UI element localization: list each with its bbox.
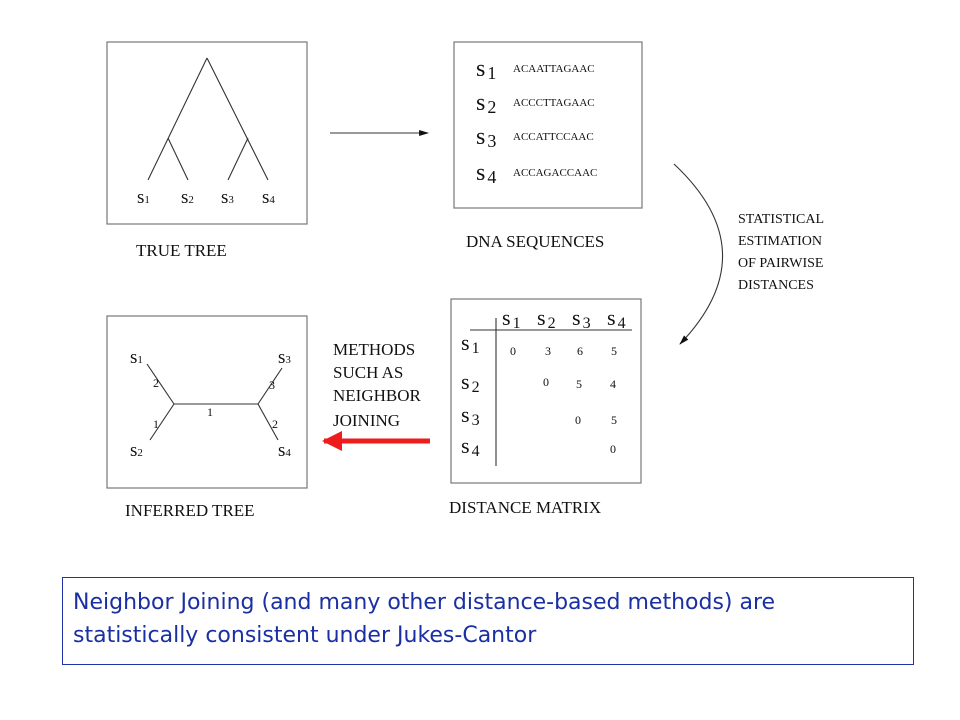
inferred-tree-title: INFERRED TREE [125,501,255,520]
inferred-tree-leaf-s4: s4 [278,440,291,461]
methods-label-line-3: NEIGHBOR [333,386,421,405]
inferred-tree-leaf-s3: s3 [278,347,291,368]
arrow-to-matrix [673,163,724,345]
matrix-cell-1-1: 0 [510,344,516,358]
matrix-cell-3-4: 5 [611,413,617,427]
matrix-cell-1-3: 6 [577,344,583,358]
true-tree-box [106,41,308,225]
branch-length-s1: 2 [153,376,159,390]
branch-length-s3: 3 [269,378,275,392]
matrix-cell-2-2: 0 [543,375,549,389]
dna-title: DNA SEQUENCES [466,232,604,251]
matrix-box [450,298,642,484]
matrix-cell-3-3: 0 [575,413,581,427]
matrix-cell-2-4: 4 [610,377,616,391]
dna-row-s4-sequence: ACCAGACCAAC [513,167,597,179]
inferred-tree-leaf-s2: s2 [130,440,143,461]
matrix-cell-1-4: 5 [611,344,617,358]
branch-length-s2: 1 [153,417,159,431]
true-tree-leaf-s4: s4 [262,187,275,208]
caption-text: Neighbor Joining (and many other distanc… [73,590,776,648]
estimation-label-line-4: DISTANCES [738,278,814,293]
inferred-tree-branches [146,363,283,441]
estimation-label-line-3: OF PAIRWISE [738,256,823,271]
inferred-tree-box [106,315,308,489]
inferred-tree-leaf-s1: s1 [130,347,143,368]
estimation-label: STATISTICAL ESTIMATION OF PAIRWISE DISTA… [738,212,824,293]
dna-box [453,41,643,209]
matrix-cell-1-2: 3 [545,344,551,358]
true-tree-leaf-s3: s3 [221,187,234,208]
matrix-title: DISTANCE MATRIX [449,498,601,517]
methods-label: METHODS SUCH AS NEIGHBOR JOINING [333,340,421,430]
true-tree-panel: s1 s2 s3 s4 TRUE TREE [106,41,308,260]
true-tree-leaf-s2: s2 [181,187,194,208]
methods-label-line-1: METHODS [333,340,415,359]
true-tree-leaf-s1: s1 [137,187,150,208]
inferred-tree-panel: s1 s2 s3 s4 2 1 1 3 2 INFERRED TREE [106,315,308,520]
dna-row-s1-sequence: ACAATTAGAAC [513,63,595,75]
methods-label-line-4: JOINING [333,411,400,430]
true-tree-branches [147,57,269,181]
methods-label-line-2: SUCH AS [333,363,403,382]
branch-length-internal: 1 [207,405,213,419]
matrix-cell-2-3: 5 [576,377,582,391]
estimation-label-line-1: STATISTICAL [738,212,824,227]
caption-box: Neighbor Joining (and many other distanc… [62,577,914,665]
estimation-label-line-2: ESTIMATION [738,234,822,249]
branch-length-s4: 2 [272,417,278,431]
dna-row-s3-sequence: ACCATTCCAAC [513,131,594,143]
dna-row-s2-sequence: ACCCTTAGAAC [513,97,595,109]
matrix-cell-4-4: 0 [610,442,616,456]
true-tree-title: TRUE TREE [136,241,227,260]
